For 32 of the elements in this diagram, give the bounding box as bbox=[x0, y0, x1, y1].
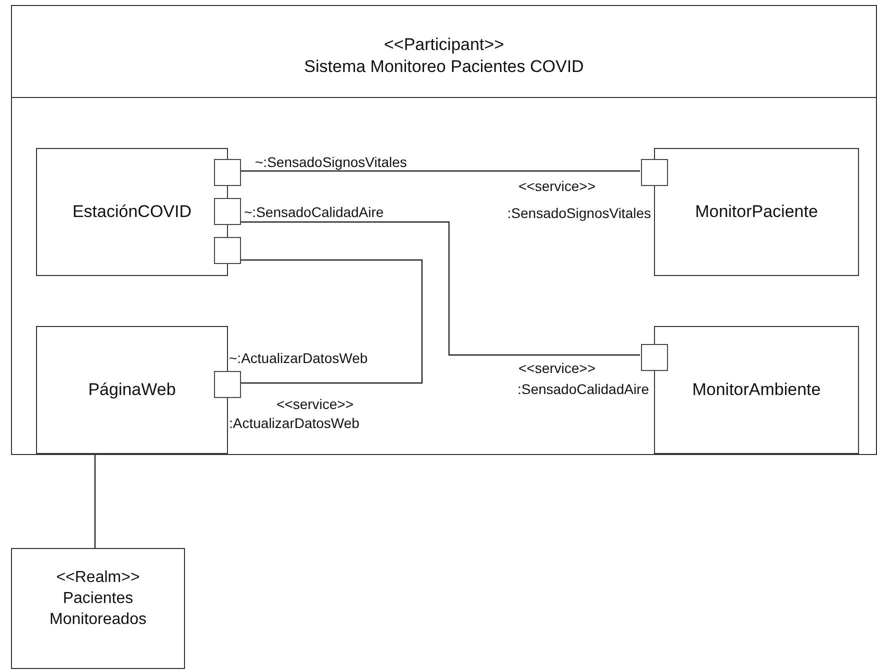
realm-box bbox=[11, 548, 185, 669]
port-square bbox=[214, 371, 241, 398]
port-square bbox=[641, 344, 668, 371]
component-box bbox=[654, 148, 859, 276]
port-label: :ActualizarDatosWeb bbox=[229, 415, 360, 431]
component-name: EstaciónCOVID bbox=[72, 202, 192, 222]
port-label: :SensadoCalidadAire bbox=[517, 381, 649, 397]
realm-name: Pacientes Monitoreados bbox=[48, 589, 148, 630]
component-box bbox=[36, 326, 228, 454]
connector-line bbox=[240, 221, 640, 356]
stereotype-label: <<Participant>> bbox=[384, 34, 504, 56]
port-label: ~:SensadoSignosVitales bbox=[255, 154, 407, 170]
connector-line bbox=[240, 259, 423, 384]
port-label: ~:ActualizarDatosWeb bbox=[229, 350, 368, 366]
port-square bbox=[214, 159, 241, 186]
stereotype-label: <<service>> bbox=[518, 178, 596, 194]
port-label: ~:SensadoCalidadAire bbox=[244, 204, 384, 220]
connector-line bbox=[240, 170, 640, 172]
component-name: PáginaWeb bbox=[88, 380, 176, 400]
port-square bbox=[641, 159, 668, 186]
stereotype-label: <<service>> bbox=[276, 396, 354, 412]
port-square bbox=[214, 237, 241, 264]
component-name: MonitorAmbiente bbox=[692, 380, 821, 400]
component-name: MonitorPaciente bbox=[695, 202, 818, 222]
participant-frame bbox=[11, 5, 877, 455]
component-box bbox=[654, 326, 859, 454]
participant-name: Sistema Monitoreo Pacientes COVID bbox=[304, 56, 584, 78]
connector-line bbox=[94, 455, 96, 548]
port-square bbox=[214, 198, 241, 225]
stereotype-label: <<Realm>> bbox=[56, 568, 140, 588]
stereotype-label: <<service>> bbox=[518, 360, 596, 376]
port-label: :SensadoSignosVitales bbox=[507, 205, 651, 221]
